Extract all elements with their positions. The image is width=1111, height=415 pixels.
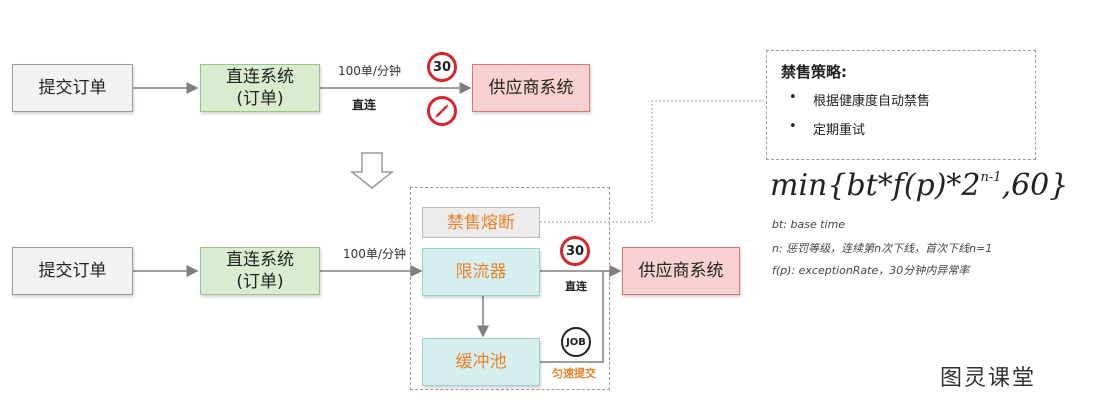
policy-item: • 根据健康度自动禁售 (789, 90, 1021, 109)
plug-glyph (435, 104, 449, 118)
top-supplier-label: 供应商系统 (488, 78, 574, 98)
top-link-label: 直连 (352, 98, 377, 112)
fuse-box: 禁售熔断 (422, 207, 540, 238)
job-icon: JOB (561, 327, 591, 357)
dotted-fuse-to-policy (540, 100, 764, 223)
top-speed-limit-value: 30 (432, 59, 452, 75)
line-buffer-to-supplier (540, 271, 604, 363)
policy-bullet: • (789, 119, 797, 134)
note-n: n: 惩罚等级，连续第n次下线，首次下线n=1 (772, 242, 993, 255)
formula-prefix: min{bt*f(p)*2 (770, 168, 981, 203)
bottom-direct-system-sublabel: (订单) (236, 272, 284, 292)
buffer-pool-label: 缓冲池 (455, 352, 507, 372)
top-rate-label: 100单/分钟 (338, 64, 401, 78)
bottom-speed-limit-value: 30 (565, 243, 585, 259)
disconnected-plug-icon (427, 96, 457, 126)
uniform-submit-label: 匀速提交 (552, 367, 596, 380)
top-direct-system-box: 直连系统 (订单) (200, 64, 320, 112)
fuse-label: 禁售熔断 (447, 212, 515, 233)
bottom-submit-order-label: 提交订单 (38, 261, 107, 281)
bottom-link-label: 直连 (565, 280, 587, 293)
formula-exponent: n-1 (980, 170, 1002, 185)
backoff-formula: min{bt*f(p)*2n-1,60} (770, 168, 1068, 203)
policy-item-text: 定期重试 (813, 123, 866, 138)
watermark-logo-text: 图灵课堂 (940, 366, 1037, 391)
top-speed-limit-icon: 30 (427, 52, 457, 82)
note-bt: bt: base time (772, 218, 846, 231)
formula-suffix: ,60} (1001, 168, 1069, 203)
top-direct-system-label: 直连系统 (226, 67, 294, 87)
transition-down-arrow (349, 152, 395, 189)
ban-policy-box: 禁售策略: • 根据健康度自动禁售 • 定期重试 (766, 50, 1036, 160)
buffer-pool-box: 缓冲池 (422, 338, 540, 386)
note-fp: f(p): exceptionRate，30分钟内异常率 (772, 264, 970, 277)
job-label: JOB (566, 336, 586, 348)
rate-limiter-box: 限流器 (422, 248, 540, 296)
policy-item: • 定期重试 (789, 119, 1021, 138)
bottom-submit-order-box: 提交订单 (12, 247, 133, 295)
bottom-supplier-box: 供应商系统 (622, 247, 740, 295)
top-submit-order-box: 提交订单 (12, 64, 133, 112)
bottom-rate-label: 100单/分钟 (343, 247, 406, 261)
bottom-direct-system-box: 直连系统 (订单) (200, 247, 320, 295)
rate-limiter-label: 限流器 (455, 262, 507, 282)
top-supplier-box: 供应商系统 (472, 64, 590, 112)
policy-item-text: 根据健康度自动禁售 (813, 94, 931, 109)
bottom-speed-limit-icon: 30 (560, 236, 590, 266)
top-direct-system-sublabel: (订单) (236, 89, 284, 109)
policy-bullet: • (789, 90, 797, 105)
top-submit-order-label: 提交订单 (38, 78, 107, 98)
policy-title: 禁售策略: (781, 63, 847, 81)
bottom-supplier-label: 供应商系统 (638, 261, 724, 281)
protection-frame (410, 187, 610, 390)
bottom-direct-system-label: 直连系统 (226, 250, 294, 270)
